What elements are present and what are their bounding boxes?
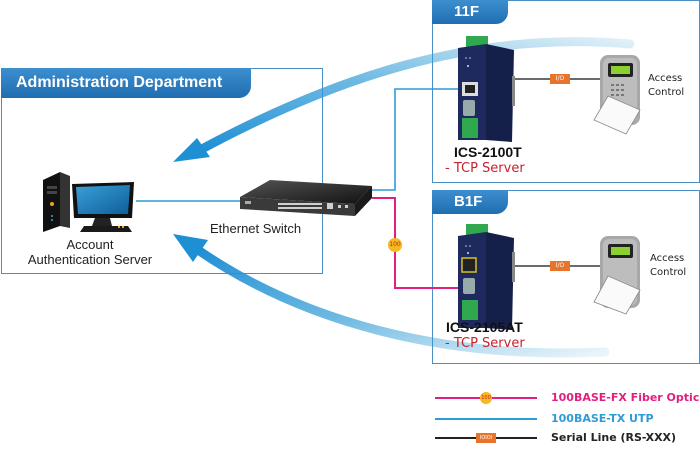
- legend-serial-badge-text: IOIOI: [479, 435, 493, 441]
- fiber-100-badge: [388, 238, 402, 252]
- server-label-line1: Account: [66, 237, 114, 252]
- device-11f-model: ICS-2100T: [454, 144, 522, 160]
- ethernet-switch-icon: [240, 180, 372, 216]
- access-control-reader-icon: [593, 236, 641, 315]
- server-computer-icon: [43, 172, 134, 232]
- server-label: Account Authentication Server: [10, 237, 170, 267]
- flow-arrow-top: [173, 37, 635, 162]
- legend-serial-label: Serial Line (RS-XXX): [551, 431, 677, 444]
- access-label-line1: Access: [650, 253, 685, 264]
- admin-department-tab: Administration Department: [1, 68, 251, 98]
- device-b1f-model: ICS-2105AT: [446, 319, 523, 335]
- access-label-line2: Control: [648, 87, 685, 98]
- utp-link-switch-11f: [372, 88, 462, 191]
- legend-fiber-badge-text: 100: [481, 395, 491, 401]
- serial-device-server-icon: [458, 224, 515, 330]
- server-label-line2: Authentication Server: [27, 252, 153, 267]
- access-control-reader-icon: [593, 55, 641, 135]
- access-label-line1: Access: [648, 73, 683, 84]
- fiber-badge-text: 100: [389, 241, 401, 248]
- floor-b1f-tab: B1F: [432, 190, 508, 214]
- access-control-11f-label: Access Control: [648, 72, 684, 100]
- legend-fiber-label: 100BASE-FX Fiber Optic: [551, 391, 700, 404]
- legend-graphics: [435, 392, 537, 443]
- access-control-b1f-label: Access Control: [650, 252, 686, 280]
- floor-11f-tab: 11F: [432, 0, 508, 24]
- io-badge-11f-bg: [550, 74, 570, 84]
- device-11f-role: - TCP Server: [445, 161, 525, 176]
- legend-utp-label: 100BASE-TX UTP: [551, 412, 654, 425]
- serial-device-server-icon: [458, 36, 515, 142]
- flow-arrow-bottom: [173, 234, 610, 358]
- access-label-line2: Control: [650, 267, 687, 278]
- io-badge-11f-text: I/O: [555, 75, 565, 82]
- io-badge-b1f-text: I/O: [555, 262, 565, 269]
- io-badge-b1f-bg: [550, 261, 570, 271]
- switch-label: Ethernet Switch: [210, 221, 302, 236]
- device-b1f-role: - TCP Server: [445, 336, 525, 351]
